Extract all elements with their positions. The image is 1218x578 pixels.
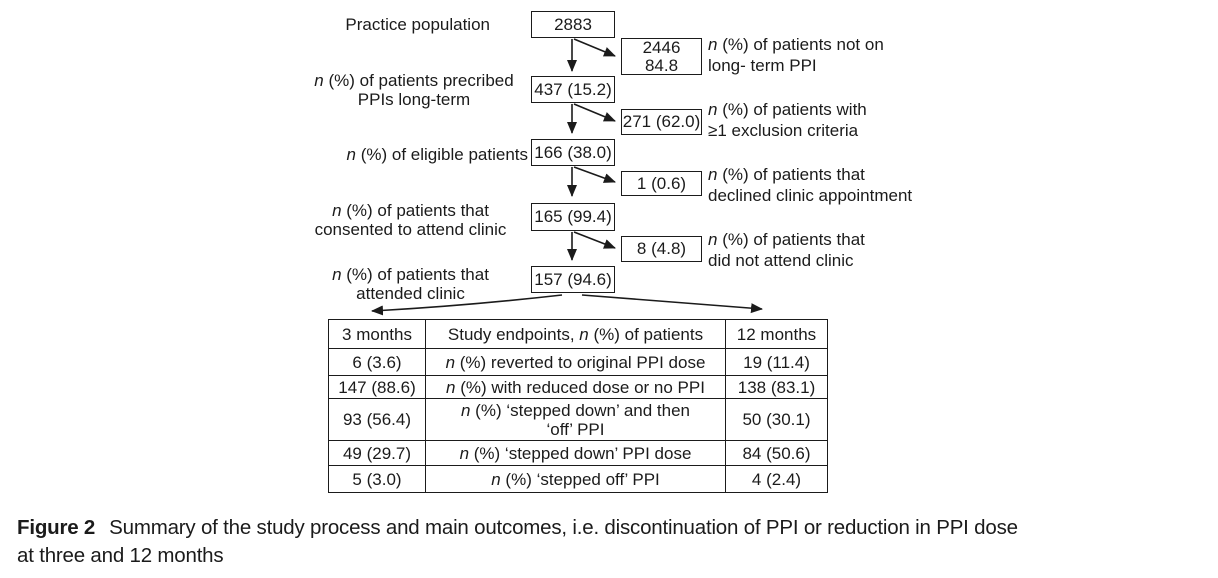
figure-caption: Figure 2 Summary of the study process and… — [17, 514, 1212, 570]
table-cell: 147 (88.6) — [328, 375, 426, 399]
table-cell: 4 (2.4) — [725, 465, 828, 493]
table-cell: 84 (50.6) — [725, 440, 828, 466]
table-cell: n (%) ‘stepped off’ PPI — [425, 465, 726, 493]
arrow-branch-3 — [573, 166, 616, 183]
table-row: 49 (29.7) n (%) ‘stepped down’ PPI dose … — [328, 440, 828, 466]
label-prescribed-long-term: n (%) of patients precribed PPIs long-te… — [314, 71, 514, 109]
box-eligible-patients: 166 (38.0) — [531, 139, 615, 166]
box-not-on-long-term-ppi: 2446 84.8 — [621, 38, 702, 75]
figure-caption-text-line2: at three and 12 months — [17, 544, 224, 567]
arrow-branch-4 — [573, 231, 616, 249]
table-header-row: 3 months Study endpoints, n (%) of patie… — [328, 319, 828, 349]
table-cell: 5 (3.0) — [328, 465, 426, 493]
label-practice-population: Practice population — [345, 15, 490, 34]
table-cell: n (%) with reduced dose or no PPI — [425, 375, 726, 399]
table-cell: 50 (30.1) — [725, 398, 828, 441]
label-declined-appointment: n (%) of patients that declined clinic a… — [708, 165, 913, 205]
outcomes-table: 3 months Study endpoints, n (%) of patie… — [328, 319, 828, 493]
table-cell: n (%) ‘stepped down’ and then ‘off’ PPI — [425, 398, 726, 441]
label-attended-clinic: n (%) of patients that attended clinic — [332, 265, 489, 303]
box-declined-appointment: 1 (0.6) — [621, 171, 702, 196]
label-not-on-long-term-ppi: n (%) of patients not on long- term PPI — [708, 35, 884, 75]
table-cell: 49 (29.7) — [328, 440, 426, 466]
box-exclusion-criteria: 271 (62.0) — [621, 109, 702, 135]
table-cell: n (%) reverted to original PPI dose — [425, 348, 726, 376]
table-cell: 138 (83.1) — [725, 375, 828, 399]
label-exclusion-criteria: n (%) of patients with ≥1 exclusion crit… — [708, 100, 867, 140]
table-row: 5 (3.0) n (%) ‘stepped off’ PPI 4 (2.4) — [328, 465, 828, 493]
table-row: 147 (88.6) n (%) with reduced dose or no… — [328, 375, 828, 399]
table-row: 93 (56.4) n (%) ‘stepped down’ and then … — [328, 398, 828, 441]
table-cell: 19 (11.4) — [725, 348, 828, 376]
arrow-to-12-months — [581, 294, 763, 314]
label-eligible-patients: n (%) of eligible patients — [346, 145, 528, 164]
col-header-3-months: 3 months — [328, 319, 426, 349]
figure-caption-text-line1: Summary of the study process and main ou… — [109, 516, 1018, 539]
box-consented-clinic: 165 (99.4) — [531, 203, 615, 231]
table-row: 6 (3.6) n (%) reverted to original PPI d… — [328, 348, 828, 376]
figure-caption-label: Figure 2 — [17, 516, 96, 539]
box-attended-clinic: 157 (94.6) — [531, 266, 615, 293]
label-consented-clinic: n (%) of patients that consented to atte… — [314, 201, 507, 239]
table-cell: n (%) ‘stepped down’ PPI dose — [425, 440, 726, 466]
box-prescribed-long-term: 437 (15.2) — [531, 76, 615, 103]
table-cell: 93 (56.4) — [328, 398, 426, 441]
box-practice-population: 2883 — [531, 11, 615, 38]
box-did-not-attend: 8 (4.8) — [621, 236, 702, 262]
arrow-branch-2 — [573, 103, 616, 122]
label-did-not-attend: n (%) of patients that did not attend cl… — [708, 230, 865, 270]
col-header-endpoints: Study endpoints, n (%) of patients — [425, 319, 726, 349]
col-header-12-months: 12 months — [725, 319, 828, 349]
table-cell: 6 (3.6) — [328, 348, 426, 376]
arrow-branch-1 — [573, 38, 616, 57]
